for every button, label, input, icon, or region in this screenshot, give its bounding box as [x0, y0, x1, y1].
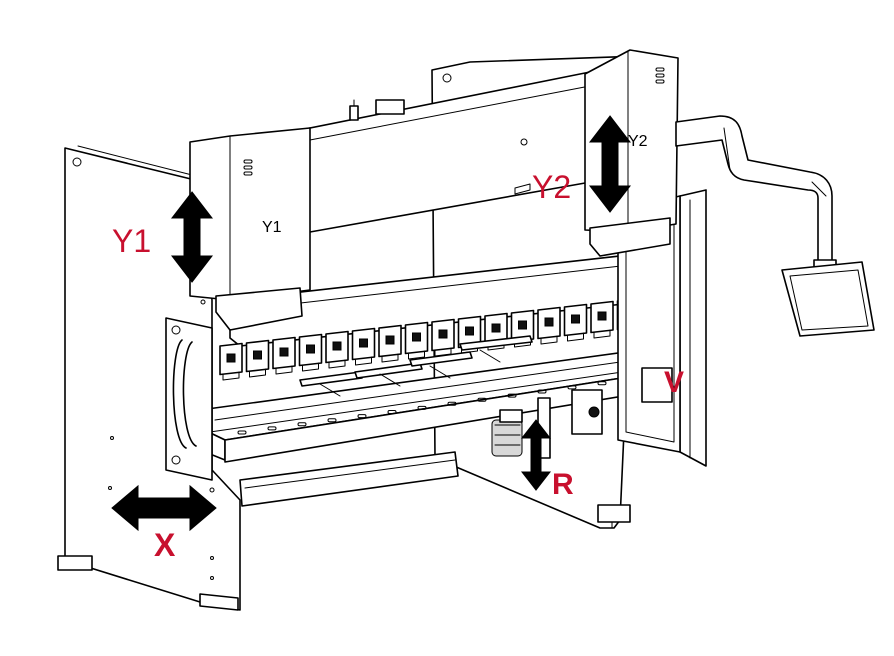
control-arm — [675, 115, 837, 273]
y2-plate-label: Y2 — [628, 133, 648, 150]
table-slot — [477, 397, 487, 402]
y2-axis-label: Y2 — [532, 169, 571, 205]
left-throat-guard — [165, 317, 215, 493]
table-slot — [597, 381, 607, 386]
control-pendant — [781, 261, 875, 337]
table-slot — [387, 410, 397, 414]
punch-clamp — [563, 303, 588, 342]
table-slot — [567, 385, 577, 390]
punch-clamp — [378, 324, 402, 363]
y1-arrow-icon — [170, 191, 214, 283]
y2-arrow-icon — [588, 115, 632, 213]
punch-clamp — [272, 336, 296, 375]
table-slot — [507, 393, 517, 398]
punch-clamp — [404, 321, 429, 360]
table-slot — [297, 422, 307, 427]
table-slot — [417, 405, 427, 410]
punch-clamp — [245, 339, 270, 378]
table-slot — [267, 426, 277, 431]
punch-clamp — [219, 342, 243, 381]
top-hydraulic-fittings — [349, 99, 405, 121]
punch-clamp — [537, 306, 561, 345]
punch-clamp — [590, 300, 614, 339]
upper-punch-clamps — [219, 294, 667, 381]
y1-axis-label: Y1 — [112, 223, 151, 259]
table-slot — [237, 430, 247, 435]
x-arrow-icon — [111, 484, 217, 532]
punch-clamp — [351, 327, 376, 366]
y2-cylinder-housing — [584, 49, 679, 257]
lower-crossbeam — [239, 451, 459, 507]
table-slot — [357, 414, 367, 419]
r-arrow-icon — [520, 419, 552, 491]
y1-plate-label: Y1 — [262, 219, 282, 236]
y1-cylinder-housing — [189, 127, 311, 331]
x-axis-label: X — [154, 527, 176, 563]
table-slot — [537, 389, 547, 394]
table-slot — [327, 418, 337, 423]
vent-slots-y2 — [655, 67, 665, 84]
back-gauge — [299, 335, 533, 397]
punch-clamp — [431, 318, 455, 357]
right-foot — [597, 504, 631, 523]
table-slot — [447, 401, 457, 406]
punch-clamp — [325, 330, 349, 369]
left-foot — [57, 555, 239, 611]
electrical-cabinet — [617, 189, 707, 467]
punch-clamp — [298, 333, 323, 372]
r-axis-label: R — [552, 468, 574, 501]
vent-slots-y1 — [243, 159, 253, 176]
v-axis-label: V — [664, 366, 684, 399]
